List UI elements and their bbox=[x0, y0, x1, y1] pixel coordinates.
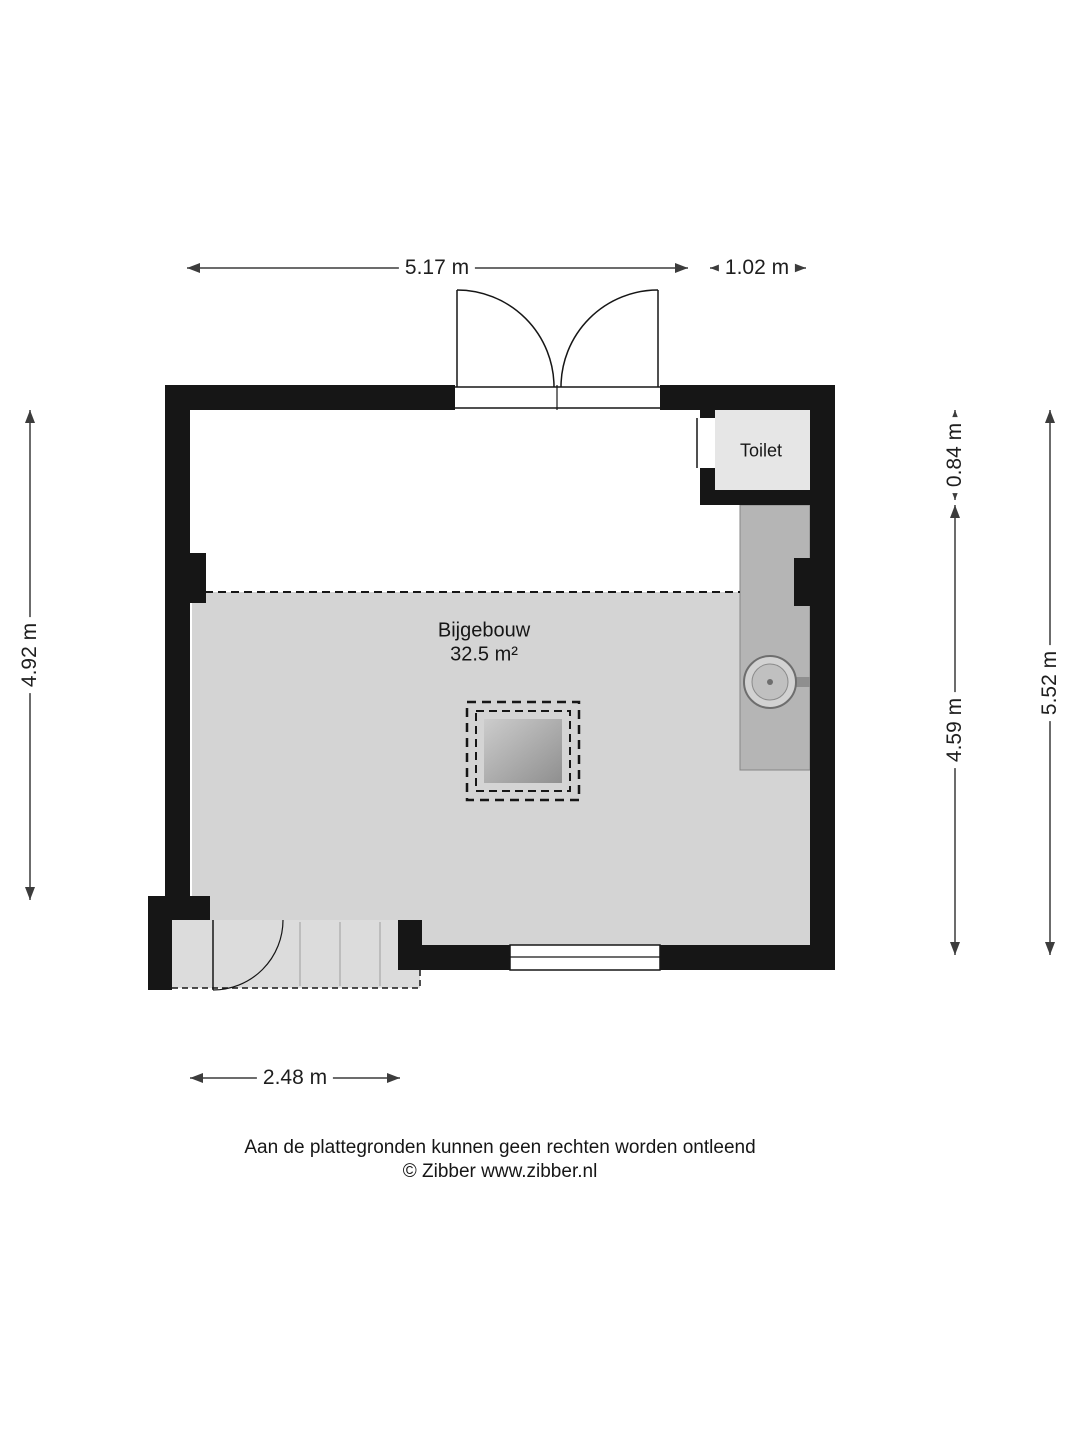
wall-top-right bbox=[660, 385, 835, 410]
dimension-label-right-toilet: 0.84 m bbox=[941, 416, 969, 494]
double-door-icon bbox=[455, 289, 660, 410]
counter-unit bbox=[739, 504, 811, 771]
toilet-floor bbox=[715, 410, 810, 490]
porch-floor bbox=[172, 920, 420, 988]
porch-step-lines bbox=[299, 922, 381, 986]
skylight-icon bbox=[465, 700, 581, 802]
dimension-label-left-main: 4.92 m bbox=[16, 616, 44, 694]
wall-bottom-right bbox=[660, 945, 835, 970]
wall-right bbox=[810, 385, 835, 970]
wall-toilet-bottom bbox=[700, 490, 810, 505]
room-area-bijgebouw: 32.5 m² bbox=[450, 643, 518, 666]
wall-left bbox=[165, 385, 190, 920]
pilaster-right bbox=[794, 558, 810, 606]
toilet-door-icon bbox=[696, 418, 715, 468]
footer-disclaimer: Aan de plattegronden kunnen geen rechten… bbox=[244, 1137, 756, 1158]
wall-bottom-left bbox=[420, 945, 510, 970]
wall-toilet-left-upper bbox=[700, 410, 715, 418]
dimension-label-top-toilet: 1.02 m bbox=[718, 254, 796, 282]
window-icon bbox=[509, 944, 661, 971]
pilaster-left bbox=[190, 553, 206, 603]
footer-copyright: © Zibber www.zibber.nl bbox=[402, 1161, 598, 1182]
dimension-label-bottom-porch: 2.48 m bbox=[256, 1064, 334, 1092]
dimension-label-top-main: 5.17 m bbox=[398, 254, 476, 282]
walls bbox=[148, 385, 835, 990]
room-name-bijgebouw: Bijgebouw bbox=[437, 619, 531, 642]
wall-porch-left bbox=[148, 896, 172, 990]
room-name-toilet: Toilet bbox=[739, 440, 783, 461]
sink-icon bbox=[743, 655, 810, 709]
dimension-label-right-main: 4.59 m bbox=[941, 691, 969, 769]
dimension-label-right-total: 5.52 m bbox=[1036, 644, 1064, 722]
wall-porch-connector bbox=[398, 920, 422, 970]
wall-top-left bbox=[165, 385, 455, 410]
porch-door-icon bbox=[212, 919, 284, 991]
